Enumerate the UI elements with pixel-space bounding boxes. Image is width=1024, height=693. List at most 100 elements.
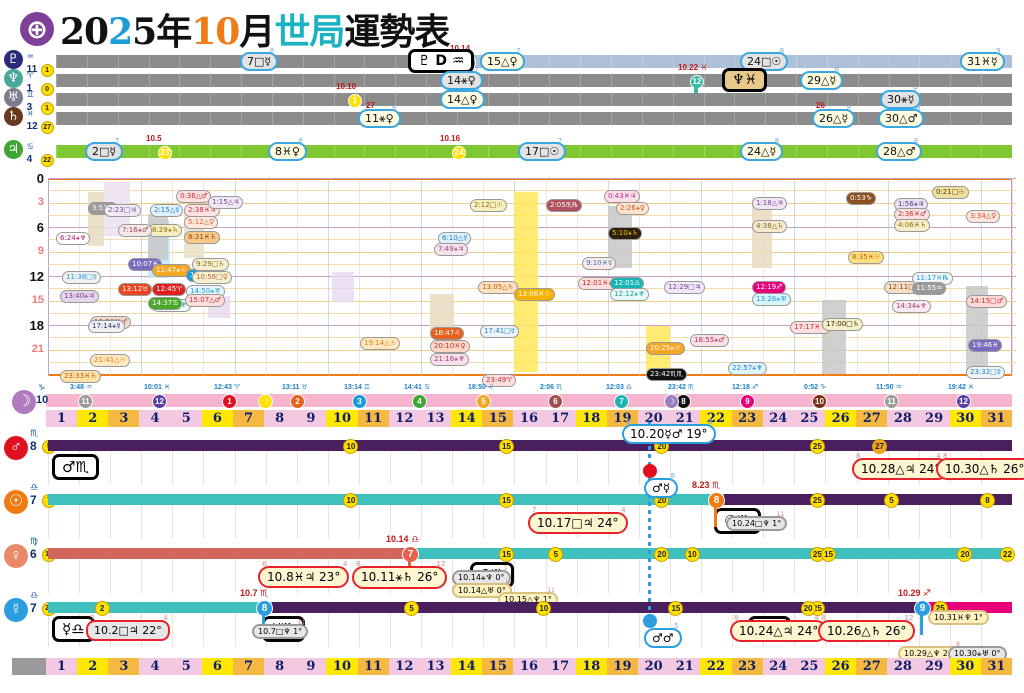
degree-tick[interactable]: 22 xyxy=(1000,547,1015,562)
degree-tick[interactable]: 15 xyxy=(498,439,514,454)
ingress-marker[interactable]: 24 xyxy=(452,146,466,160)
aspect-chip[interactable]: 7:16⚹♂ xyxy=(118,224,153,237)
aspect-chip[interactable]: 2:23□♃ xyxy=(104,204,141,217)
degree-tick[interactable]: 8 xyxy=(980,493,995,508)
degree-tick[interactable]: 20 xyxy=(957,547,973,562)
aspect-chip[interactable]: 9:29□♄ xyxy=(192,258,229,271)
aspect-chip[interactable]: 8:35♓☉ xyxy=(848,251,885,264)
aspect-chip[interactable]: 22:57⚹♆ xyxy=(728,362,767,375)
aspect-chip[interactable]: 8:31♓♄ xyxy=(184,231,221,244)
ingress-marker[interactable]: 23 xyxy=(158,146,172,160)
aspect-bubble-mercury[interactable]: 10.26△♄ 26°12 xyxy=(818,614,916,642)
aspect-chip[interactable]: 2:15△☿ xyxy=(150,204,184,217)
aspect-chip[interactable]: 10:56□♀ xyxy=(192,271,232,284)
aspect-chip[interactable]: 11:47⚹☉ xyxy=(152,264,191,277)
degree-tick[interactable]: 5 xyxy=(548,547,564,562)
aspect-chip[interactable]: 1:15△♃ xyxy=(208,196,244,209)
aspect-chip[interactable]: 20:10♓♀ xyxy=(430,340,470,353)
moon-phase-marker[interactable]: 11 xyxy=(78,394,93,409)
degree-tick[interactable]: 5 xyxy=(404,601,420,616)
aspect-chip[interactable]: 14:15□♂ xyxy=(966,295,1008,308)
aspect-chip[interactable]: 17:14⚹☿ xyxy=(88,320,125,333)
aspect-bubble[interactable]: 2□☿7 xyxy=(85,137,124,161)
aspect-chip[interactable]: 1:18△♃ xyxy=(752,197,788,210)
aspect-chip[interactable]: 17:00□♄ xyxy=(822,318,864,331)
aspect-bubble[interactable]: 15△♀7 xyxy=(480,47,525,71)
aspect-chip[interactable]: 13:12♉ xyxy=(118,283,153,296)
degree-tick[interactable]: 10 xyxy=(684,547,700,562)
degree-tick[interactable]: 27 xyxy=(872,439,888,454)
aspect-bubble[interactable]: 31♓☿9 xyxy=(960,47,1005,71)
aspect-chip[interactable]: 20:25⚹☉ xyxy=(646,342,685,355)
minor-aspect-sun[interactable]: 10.24□♆ 1°11 xyxy=(726,511,788,531)
aspect-chip[interactable]: 21:41△☉ xyxy=(90,354,130,367)
degree-tick[interactable]: 2 xyxy=(94,601,110,616)
planet-sign-box[interactable]: ♆♓ xyxy=(722,68,768,92)
aspect-chip[interactable]: 13:40⚹♃ xyxy=(60,290,99,303)
aspect-bubble[interactable]: 14⚹♀7 xyxy=(440,66,483,90)
planet-sign-box-mars[interactable]: ♂♏ xyxy=(52,454,99,480)
aspect-chip[interactable]: 21:16⚹♆ xyxy=(430,353,469,366)
aspect-chip[interactable]: 12:19♐ xyxy=(752,281,787,294)
ingress-marker[interactable]: 1 xyxy=(348,94,362,108)
aspect-chip[interactable]: 11:55♒ xyxy=(912,282,947,295)
aspect-chip[interactable]: 17:41□☿ xyxy=(480,325,520,338)
degree-tick[interactable]: 10 xyxy=(343,493,359,508)
degree-tick[interactable]: 25 xyxy=(809,493,825,508)
aspect-bubble[interactable]: 26△☿8 xyxy=(812,104,856,128)
degree-tick[interactable]: 25 xyxy=(809,439,825,454)
aspect-chip[interactable]: 0:36△♂ xyxy=(176,190,212,203)
moon-phase-marker[interactable]: 12 xyxy=(956,394,971,409)
aspect-chip[interactable]: 18:47♌ xyxy=(430,327,465,340)
aspect-chip[interactable]: 23:49♈ xyxy=(482,374,517,387)
aspect-chip[interactable]: 14:34⚹♆ xyxy=(892,300,931,313)
aspect-chip[interactable]: 13:05△♄ xyxy=(478,281,518,294)
degree-tick[interactable]: 15 xyxy=(498,547,514,562)
aspect-chip[interactable]: 13:06♓☉ xyxy=(514,288,555,301)
minor-aspect-mercury[interactable]: 10.7□♆ 1°11 xyxy=(252,619,309,639)
degree-tick[interactable]: 15 xyxy=(668,601,684,616)
aspect-chip[interactable]: 23:33♓♄ xyxy=(60,370,101,383)
planet-sign-box-mercury[interactable]: ☿♎ xyxy=(52,616,95,642)
aspect-bubble[interactable]: 24△☿8 xyxy=(740,137,784,161)
moon-phase-marker[interactable]: 1 xyxy=(222,394,237,409)
aspect-chip[interactable]: 15:07△♂ xyxy=(185,294,225,307)
aspect-chip[interactable]: 5:10⚹♄ xyxy=(608,227,643,240)
aspect-bubble[interactable]: 29△☿8 xyxy=(800,66,844,90)
degree-tick[interactable]: 5 xyxy=(884,493,899,508)
aspect-chip[interactable]: 6:24⚹♆ xyxy=(56,232,91,245)
aspect-bubble-mars[interactable]: 10.30△♄ 26°12 xyxy=(936,452,1024,480)
aspect-chip[interactable]: 3:34△♀ xyxy=(966,210,1001,223)
ingress-marker-sun[interactable]: 8 xyxy=(708,492,725,509)
aspect-chip[interactable]: 12:45♈ xyxy=(152,283,187,296)
aspect-chip[interactable]: 12:01♓♂ xyxy=(578,277,619,290)
moon-phase-marker[interactable]: 2 xyxy=(290,394,305,409)
aspect-bubble[interactable]: 28△♂8 xyxy=(876,137,923,161)
aspect-chip[interactable]: 23:32□☿ xyxy=(966,366,1006,379)
aspect-chip[interactable]: 19:14△☉ xyxy=(360,337,400,350)
aspect-chip[interactable]: 5:12△♀ xyxy=(184,216,219,229)
aspect-chip[interactable]: 11:38□☿ xyxy=(62,271,102,284)
moon-phase-marker[interactable]: 9 xyxy=(740,394,755,409)
aspect-chip[interactable]: 0:53♑ xyxy=(846,192,876,205)
aspect-bubble[interactable]: 30⚹☿9 xyxy=(880,85,922,109)
minor-aspect-venus[interactable]: 10.14△♅ 0°1 xyxy=(452,578,512,598)
aspect-chip[interactable]: 2:05♏℞ xyxy=(546,199,583,212)
moon-phase-marker[interactable]: ☽ xyxy=(258,394,273,409)
aspect-bubble[interactable]: 7□☿8 xyxy=(240,47,279,71)
planet-sign-box[interactable]: ♇ D ♒ xyxy=(408,49,475,73)
aspect-chip[interactable]: 0:21□☉ xyxy=(932,186,969,199)
ingress-marker-mercury[interactable]: 8 xyxy=(256,600,273,617)
aspect-bubble[interactable]: 11⚹♀6 xyxy=(358,104,401,128)
aspect-chip[interactable]: 12:12⚹♆ xyxy=(610,288,649,301)
aspect-bubble[interactable]: 17□☉7 xyxy=(518,137,567,161)
aspect-chip[interactable]: 4:06♓♄ xyxy=(894,219,931,232)
aspect-chip[interactable]: 2:12□☉ xyxy=(470,199,507,212)
aspect-bubble[interactable]: 8♓♀6 xyxy=(268,137,307,161)
